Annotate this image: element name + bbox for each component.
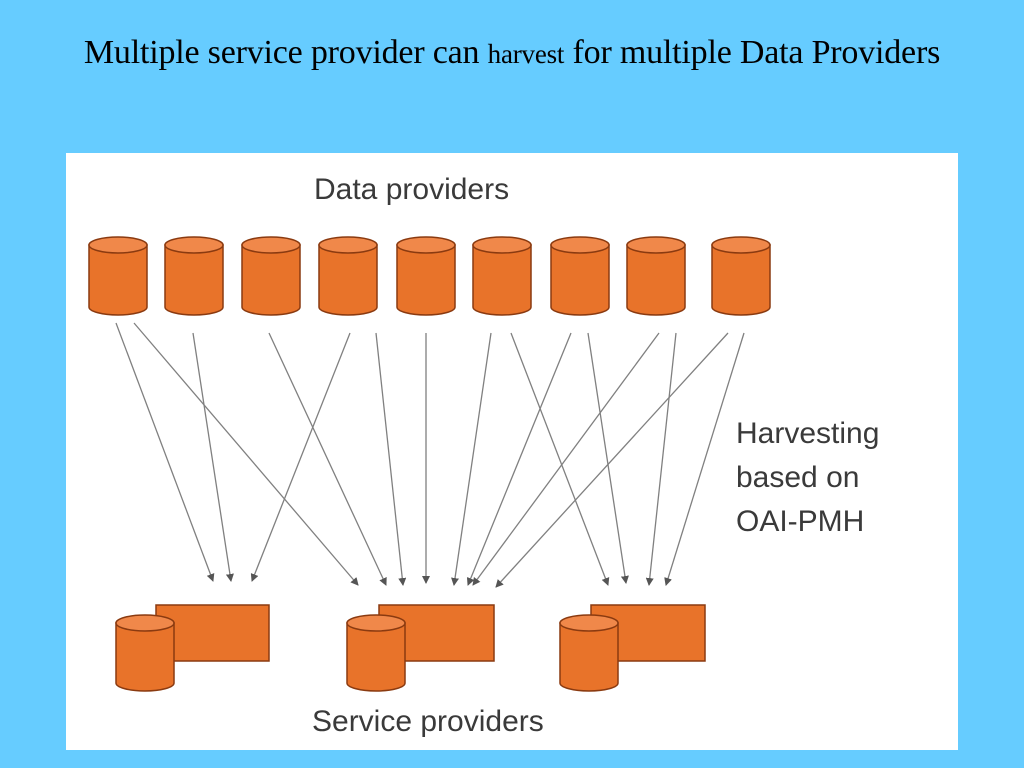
harvest-arrow-9 (510, 332, 610, 586)
data-provider-db-1 (88, 236, 148, 316)
service-provider-2 (346, 604, 495, 692)
harvest-arrow-11 (587, 332, 629, 584)
harvest-arrow-12 (472, 332, 660, 586)
service-provider-db-3 (559, 614, 619, 692)
data-providers-group (88, 236, 771, 316)
harvest-arrow-5 (250, 332, 351, 582)
harvest-arrow-10 (466, 332, 572, 586)
harvest-arrows (115, 322, 745, 588)
data-provider-db-3 (241, 236, 301, 316)
harvest-arrow-2 (133, 322, 359, 586)
data-provider-db-4 (318, 236, 378, 316)
harvest-arrow-13 (645, 332, 677, 586)
title-part-2: harvest (487, 39, 565, 69)
title-part-1: Multiple service provider can (83, 34, 480, 71)
harvesting-diagram: Data providers Harvesting based on OAI-P… (66, 153, 958, 750)
service-providers-group (115, 604, 706, 692)
service-provider-3 (559, 604, 706, 692)
harvesting-label-line-3: OAI-PMH (736, 505, 864, 538)
data-provider-db-9 (711, 236, 771, 316)
service-provider-app-1 (155, 604, 270, 662)
harvest-arrow-1 (115, 322, 215, 582)
harvest-arrow-8 (451, 332, 492, 586)
harvest-arrow-4 (268, 332, 387, 586)
slide-title: Multiple service provider can harvest fo… (0, 34, 1024, 72)
data-provider-db-8 (626, 236, 686, 316)
harvest-arrow-15 (664, 332, 745, 586)
data-provider-db-5 (396, 236, 456, 316)
service-providers-label: Service providers (312, 705, 544, 738)
data-providers-label: Data providers (314, 173, 509, 206)
service-provider-db-1 (115, 614, 175, 692)
service-provider-1 (115, 604, 270, 692)
data-provider-db-2 (164, 236, 224, 316)
diagram-canvas: Data providers Harvesting based on OAI-P… (88, 173, 879, 738)
harvesting-label-line-1: Harvesting (736, 417, 879, 450)
service-provider-db-2 (346, 614, 406, 692)
harvest-arrow-6 (375, 332, 407, 586)
data-provider-db-7 (550, 236, 610, 316)
harvest-arrow-14 (495, 332, 729, 588)
title-part-3: for multiple Data Providers (572, 34, 941, 71)
data-provider-db-6 (472, 236, 532, 316)
harvesting-label-line-2: based on (736, 461, 859, 494)
harvest-arrow-3 (192, 332, 234, 582)
